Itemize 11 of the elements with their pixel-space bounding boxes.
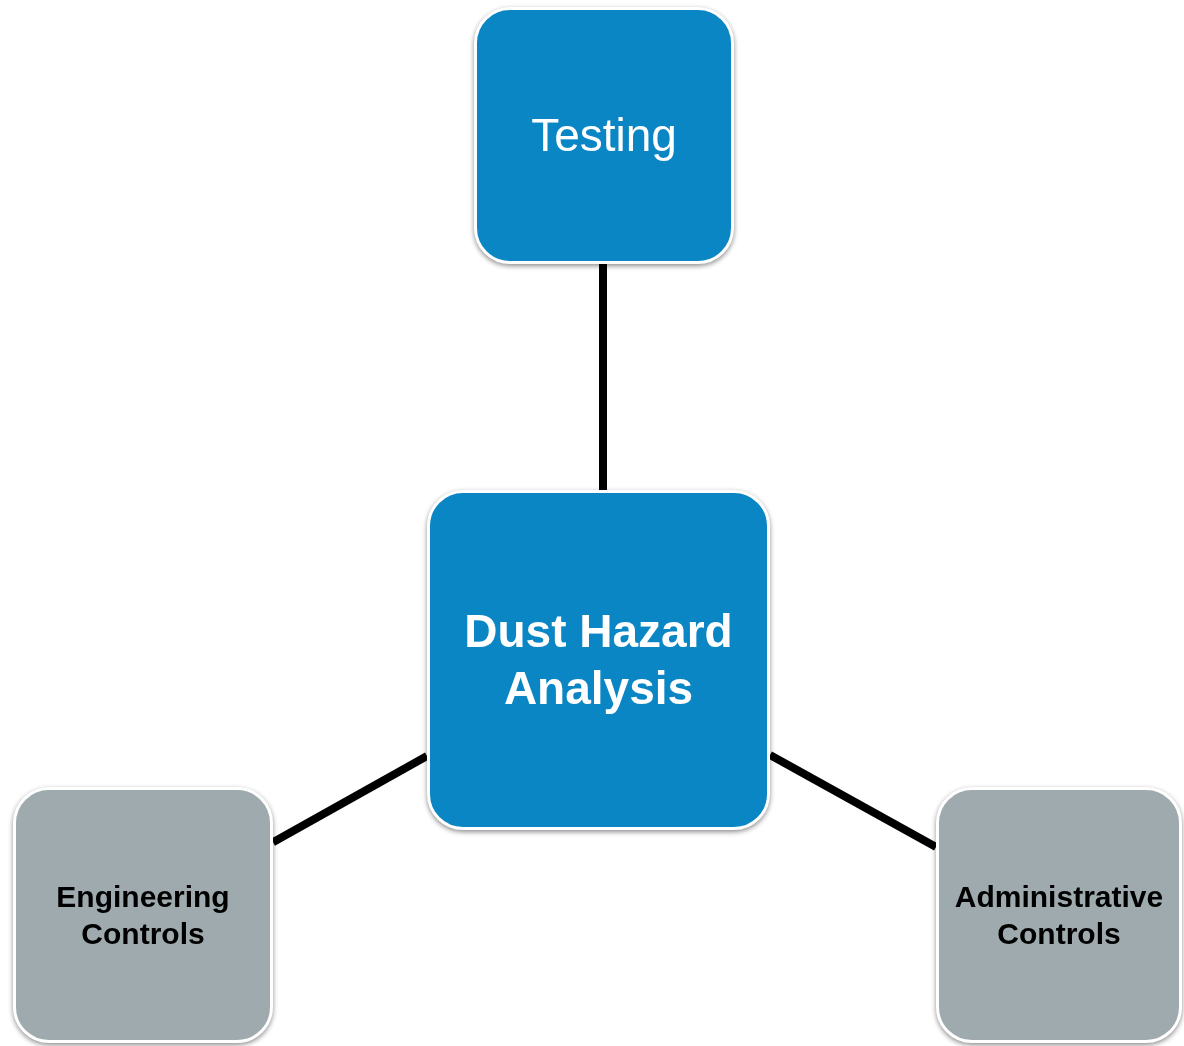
connector-line (599, 264, 607, 490)
node-label: Engineering Controls (55, 878, 231, 952)
node-label: Testing (531, 107, 677, 163)
node-label: Administrative Controls (953, 878, 1165, 952)
connector-line (768, 751, 938, 851)
rounded-box (474, 7, 734, 264)
node-label: Dust Hazard Analysis (463, 603, 734, 716)
connector-line (271, 752, 429, 846)
rounded-box (936, 787, 1182, 1043)
rounded-box (13, 787, 273, 1043)
rounded-box (427, 490, 770, 830)
